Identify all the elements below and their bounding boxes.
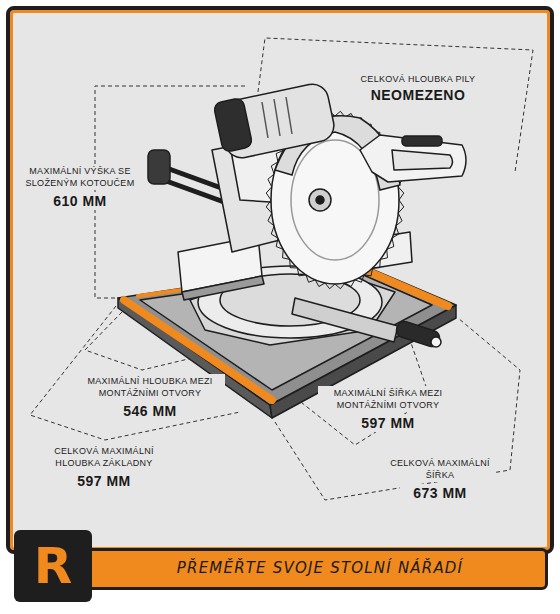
blade-tooth: [297, 268, 306, 276]
blade-tooth: [387, 238, 394, 249]
blade-tooth: [398, 200, 404, 213]
dimension-value: 546 MM: [110, 402, 190, 420]
blade-tooth: [364, 268, 373, 276]
dimension-label: MAXIMÁLNÍ VÝŠKA SE SLOŽENÝM KOTOUČEM: [17, 164, 143, 190]
blade-tooth: [268, 213, 274, 226]
blade-tooth: [268, 174, 274, 187]
blade-tooth: [290, 259, 298, 268]
blade-tooth: [392, 226, 399, 238]
blade-tooth: [396, 213, 402, 226]
leader-lines: [30, 38, 533, 500]
dimension-value: 610 MM: [40, 192, 120, 210]
blade-tooth: [276, 238, 283, 249]
blade-tooth: [283, 249, 290, 259]
blade-tooth: [266, 187, 272, 200]
blade-tooth: [355, 275, 364, 282]
dimension-label: CELKOVÁ MAXIMÁLNÍ HLOUBKA ZÁKLADNY: [39, 444, 169, 470]
dimension-value: 673 MM: [400, 484, 480, 502]
blade-tooth: [315, 280, 325, 287]
blade-tooth: [325, 283, 335, 289]
blade-tooth: [380, 249, 387, 259]
blade-tooth: [345, 280, 355, 287]
dimension-value: 597 MM: [64, 472, 144, 490]
dimension-value: NEOMEZENO: [343, 86, 493, 104]
blade-tooth: [398, 187, 404, 200]
dimension-label: CELKOVÁ HLOUBKA PILY: [343, 72, 493, 86]
dimension-label: MAXIMÁLNÍ ŠÍŘKA MEZI MONTÁŽNÍMI OTVORY: [318, 386, 458, 412]
dimension-label: CELKOVÁ MAXIMÁLNÍ ŠÍŘKA: [385, 456, 495, 482]
blade-tooth: [266, 200, 272, 213]
logo-letter: R: [14, 536, 92, 596]
saw-motor: [213, 81, 337, 161]
dimension-label: MAXIMÁLNÍ HLOUBKA MEZI MONTÁŽNÍMI OTVORY: [75, 374, 225, 400]
blade-tooth: [271, 226, 278, 238]
saw-handle: [360, 135, 466, 182]
blade-tooth: [373, 259, 381, 268]
blade-tooth: [306, 275, 315, 282]
blade-tooth: [335, 283, 345, 289]
dimension-value: 597 MM: [348, 414, 428, 432]
caption: PŘEMĚŘTE SVOJE STOLNÍ NÁŘADÍ: [177, 558, 463, 578]
